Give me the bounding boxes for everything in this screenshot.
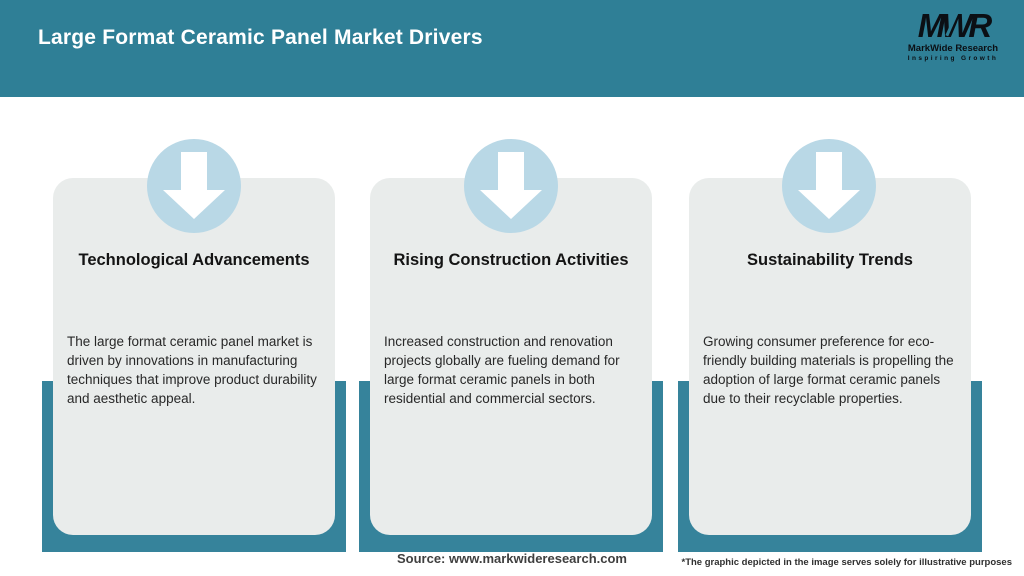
disclaimer-text: *The graphic depicted in the image serve… — [681, 557, 1013, 568]
page-title: Large Format Ceramic Panel Market Driver… — [38, 26, 483, 49]
logo-tagline: Inspiring Growth — [907, 55, 999, 62]
card-body: Increased construction and renovation pr… — [384, 334, 620, 406]
down-arrow-icon — [464, 139, 558, 233]
card-body: The large format ceramic panel market is… — [67, 334, 317, 406]
driver-card-technological-advancements: Technological Advancements The large for… — [53, 178, 335, 535]
down-arrow-icon — [782, 139, 876, 233]
down-arrow-icon — [147, 139, 241, 233]
brand-logo: MWR MarkWide Research Inspiring Growth — [898, 9, 1008, 62]
card-body: Growing consumer preference for eco-frie… — [703, 334, 954, 406]
card-title: Rising Construction Activities — [393, 251, 629, 269]
source-text: Source: www.markwideresearch.com — [396, 551, 627, 566]
logo-company-name: MarkWide Research — [907, 43, 999, 54]
card-title: Technological Advancements — [78, 251, 310, 269]
card-title: Sustainability Trends — [747, 251, 913, 269]
driver-card-rising-construction-activities: Rising Construction Activities Increased… — [370, 178, 652, 535]
driver-card-sustainability-trends: Sustainability Trends Growing consumer p… — [689, 178, 971, 535]
logo-monogram: MWR — [918, 9, 992, 42]
header-bar: Large Format Ceramic Panel Market Driver… — [0, 0, 1024, 97]
